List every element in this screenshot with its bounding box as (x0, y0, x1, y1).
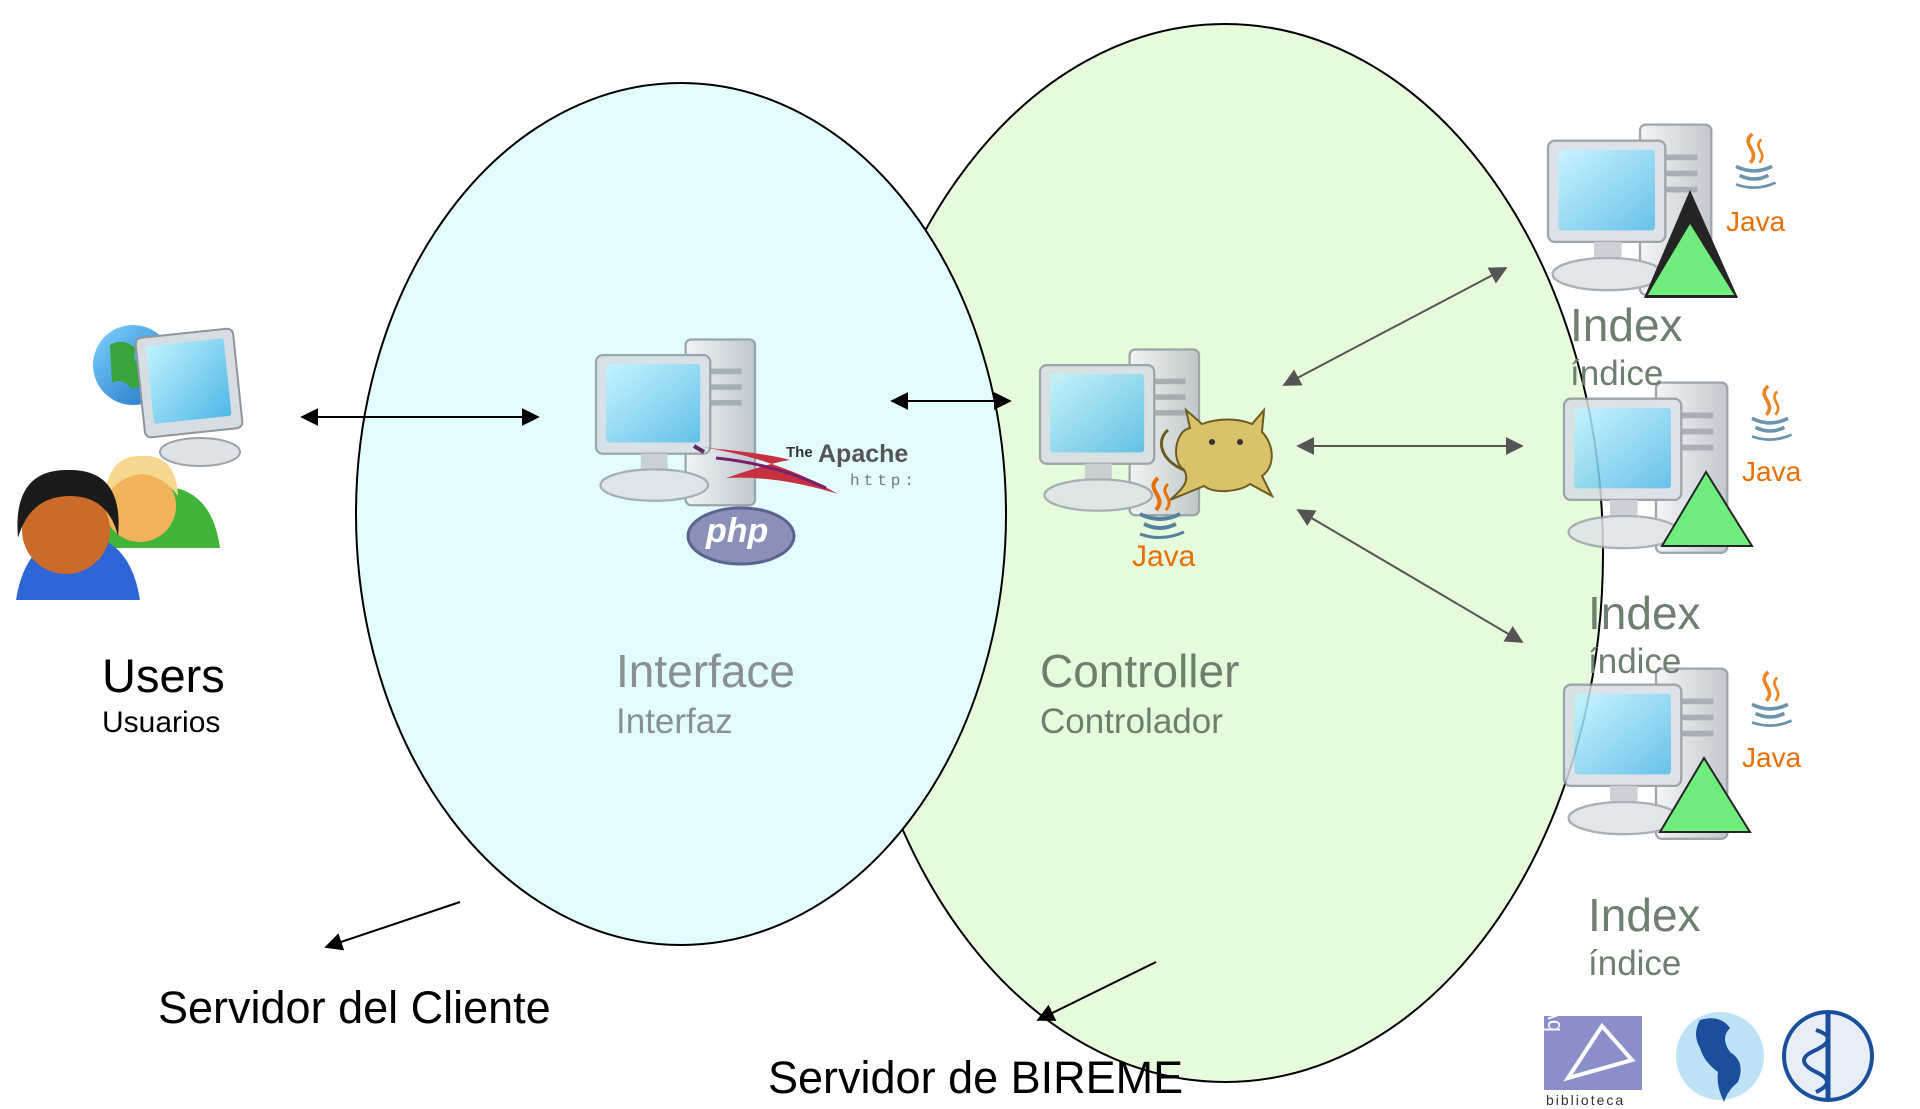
tomcat-cat-icon (1159, 406, 1275, 501)
index-3-title: Index (1588, 889, 1701, 941)
who-emblem-icon (1782, 1010, 1874, 1102)
globe-monitor-icon (93, 325, 244, 467)
php-logo-icon (686, 506, 796, 566)
interface-title: Interface (616, 645, 795, 697)
bvs-logo-icon (1544, 1016, 1642, 1090)
controller-java-label: Java (1132, 540, 1196, 573)
controller-subtitle: Controlador (1040, 702, 1223, 741)
arrow-client-server-pointer (324, 901, 461, 951)
interface-subtitle: Interfaz (616, 702, 733, 741)
apache-feather-icon (692, 444, 838, 494)
bvs-logo-text: bvs (1540, 997, 1565, 1032)
users-title: Users (102, 649, 225, 702)
apache-http-label: http: (850, 472, 919, 490)
client-server-label: Servidor del Cliente (158, 982, 551, 1033)
controller-title: Controller (1040, 645, 1240, 697)
index-1-subtitle: índice (1570, 354, 1664, 393)
index-3-java-label: Java (1742, 742, 1802, 773)
apache-the-label: The (786, 444, 813, 461)
bvs-logo-caption: biblioteca (1546, 1092, 1626, 1108)
php-logo-label: php (706, 512, 769, 550)
americas-globe-icon (1676, 1012, 1764, 1102)
arrow-controller-index-1 (1282, 267, 1508, 386)
arrow-controller-index-3 (1296, 509, 1524, 643)
index-2-title: Index (1588, 587, 1701, 639)
index-2-java-label: Java (1742, 456, 1802, 487)
bireme-server-label: Servidor de BIREME (768, 1052, 1184, 1103)
users-icon (16, 455, 220, 600)
index-computer-icon (1546, 123, 1778, 298)
index-1-title: Index (1570, 299, 1683, 351)
users-subtitle: Usuarios (102, 706, 221, 739)
index-2-subtitle: índice (1588, 642, 1682, 681)
client-server-ellipse (355, 82, 1007, 946)
controller-computer-icon (1038, 348, 1201, 517)
index-3-subtitle: índice (1588, 944, 1682, 983)
index-1-java-label: Java (1726, 206, 1786, 237)
index-computer-icon (1562, 667, 1794, 840)
apache-name-label: Apache (818, 440, 909, 468)
interface-computer-icon (594, 338, 757, 507)
index-computer-icon (1562, 381, 1794, 554)
arrow-bireme-server-pointer (1036, 961, 1157, 1021)
